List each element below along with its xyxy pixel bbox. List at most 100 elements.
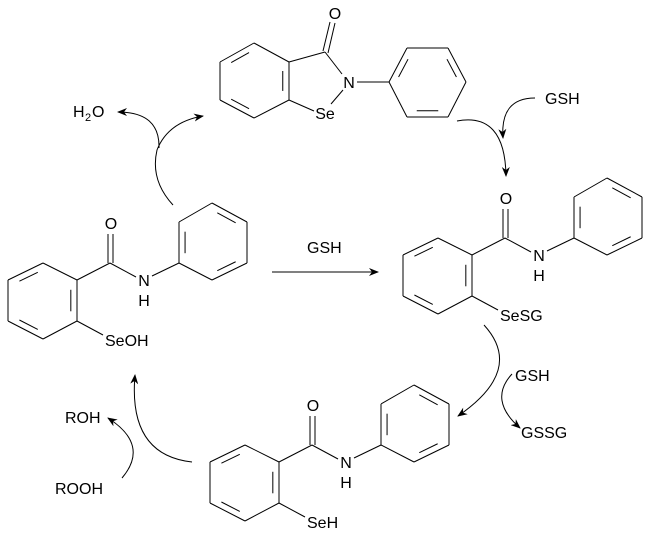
bond (211, 262, 248, 281)
ebselen-oxygen-label: O (329, 6, 341, 23)
bond (353, 444, 382, 459)
bond (221, 453, 240, 464)
nitrogen-label: N (533, 248, 545, 265)
bond (244, 444, 280, 463)
gsh-right-label: GSH (515, 368, 550, 385)
bond (437, 295, 473, 315)
bond (612, 236, 631, 247)
bond (244, 502, 280, 522)
bond (288, 99, 315, 112)
bond (253, 99, 290, 119)
bond (471, 237, 506, 256)
bond (330, 89, 344, 105)
bond (573, 177, 608, 198)
gssg-label: GSSG (521, 425, 567, 442)
bond (380, 444, 415, 463)
bond (19, 319, 39, 330)
arrow-gsh-in-top (498, 97, 536, 139)
oxygen-label: O (500, 191, 512, 208)
water-label: H 2 O (73, 104, 104, 124)
bond (413, 444, 450, 463)
gsh-middle-label: GSH (307, 240, 342, 257)
bond (504, 237, 532, 253)
bond (324, 51, 343, 75)
bond (606, 237, 643, 256)
bond (278, 502, 306, 518)
selenenyl-sulfide-molecule: O N H SeSG (500, 191, 545, 325)
bond (178, 202, 213, 223)
bonds (7, 21, 643, 522)
bond (288, 51, 326, 63)
arrow-water-release (117, 108, 160, 149)
bond (219, 99, 255, 119)
water-h: H (73, 104, 85, 121)
bond (413, 384, 450, 405)
bond (388, 47, 408, 83)
nitrogen-label: N (340, 455, 352, 472)
bond (221, 501, 241, 512)
selenol-molecule: O N H SeH (307, 398, 352, 532)
seoh-label: SeOH (105, 333, 149, 350)
water-o: O (92, 104, 104, 121)
sesg-label: SeSG (500, 308, 543, 325)
bond (278, 444, 313, 463)
bond (388, 81, 408, 118)
arrow-selenol-to-acid (130, 374, 193, 463)
bond (76, 262, 111, 281)
bond (253, 42, 290, 63)
selenenic-acid-molecule: O N H SeOH (105, 216, 150, 350)
bond (311, 444, 339, 460)
bond (414, 246, 433, 257)
bond (573, 237, 608, 256)
bond (217, 261, 236, 272)
arrow-gsh-to-gssg (501, 373, 521, 429)
arrows (107, 97, 536, 479)
water-subscript: 2 (85, 112, 91, 124)
bond (612, 187, 631, 199)
arrow-acid-to-ebselen (154, 113, 204, 206)
bond (447, 81, 467, 118)
bond (178, 262, 213, 281)
bond (447, 47, 467, 83)
bond (42, 320, 78, 340)
arrow-rooh-to-roh (107, 417, 134, 479)
bond (414, 294, 434, 305)
roh-label: ROH (65, 410, 101, 427)
arrow-sulfide-to-selenol (457, 324, 500, 417)
oxygen-label: O (307, 398, 319, 415)
bond (7, 262, 44, 281)
bond (327, 22, 336, 54)
bond (380, 384, 415, 405)
bond (446, 58, 457, 78)
seh-label: SeH (307, 515, 338, 532)
bond (606, 177, 643, 198)
bond (151, 262, 180, 277)
bond (209, 444, 246, 463)
bond (230, 52, 250, 64)
bond (402, 295, 439, 315)
rooh-label: ROOH (55, 481, 103, 498)
bond (419, 443, 438, 454)
bond (217, 212, 236, 224)
bond (230, 98, 250, 110)
bond (437, 237, 473, 256)
bond (546, 237, 575, 252)
bond (398, 58, 409, 78)
bond (42, 262, 78, 281)
hydrogen-label: H (138, 293, 150, 310)
bond (19, 271, 38, 282)
bond (76, 320, 104, 336)
ebselen-selenium-label: Se (315, 106, 335, 123)
bond (402, 237, 439, 256)
bond (322, 21, 331, 52)
gsh-top-label: GSH (545, 91, 580, 108)
bond (219, 42, 255, 63)
bond (471, 295, 499, 311)
bond (419, 394, 438, 406)
oxygen-label: O (105, 216, 117, 233)
bond (211, 202, 248, 223)
hydrogen-label: H (533, 268, 545, 285)
bond (109, 262, 137, 278)
arrow-ebselen-to-sulfide (456, 119, 510, 177)
